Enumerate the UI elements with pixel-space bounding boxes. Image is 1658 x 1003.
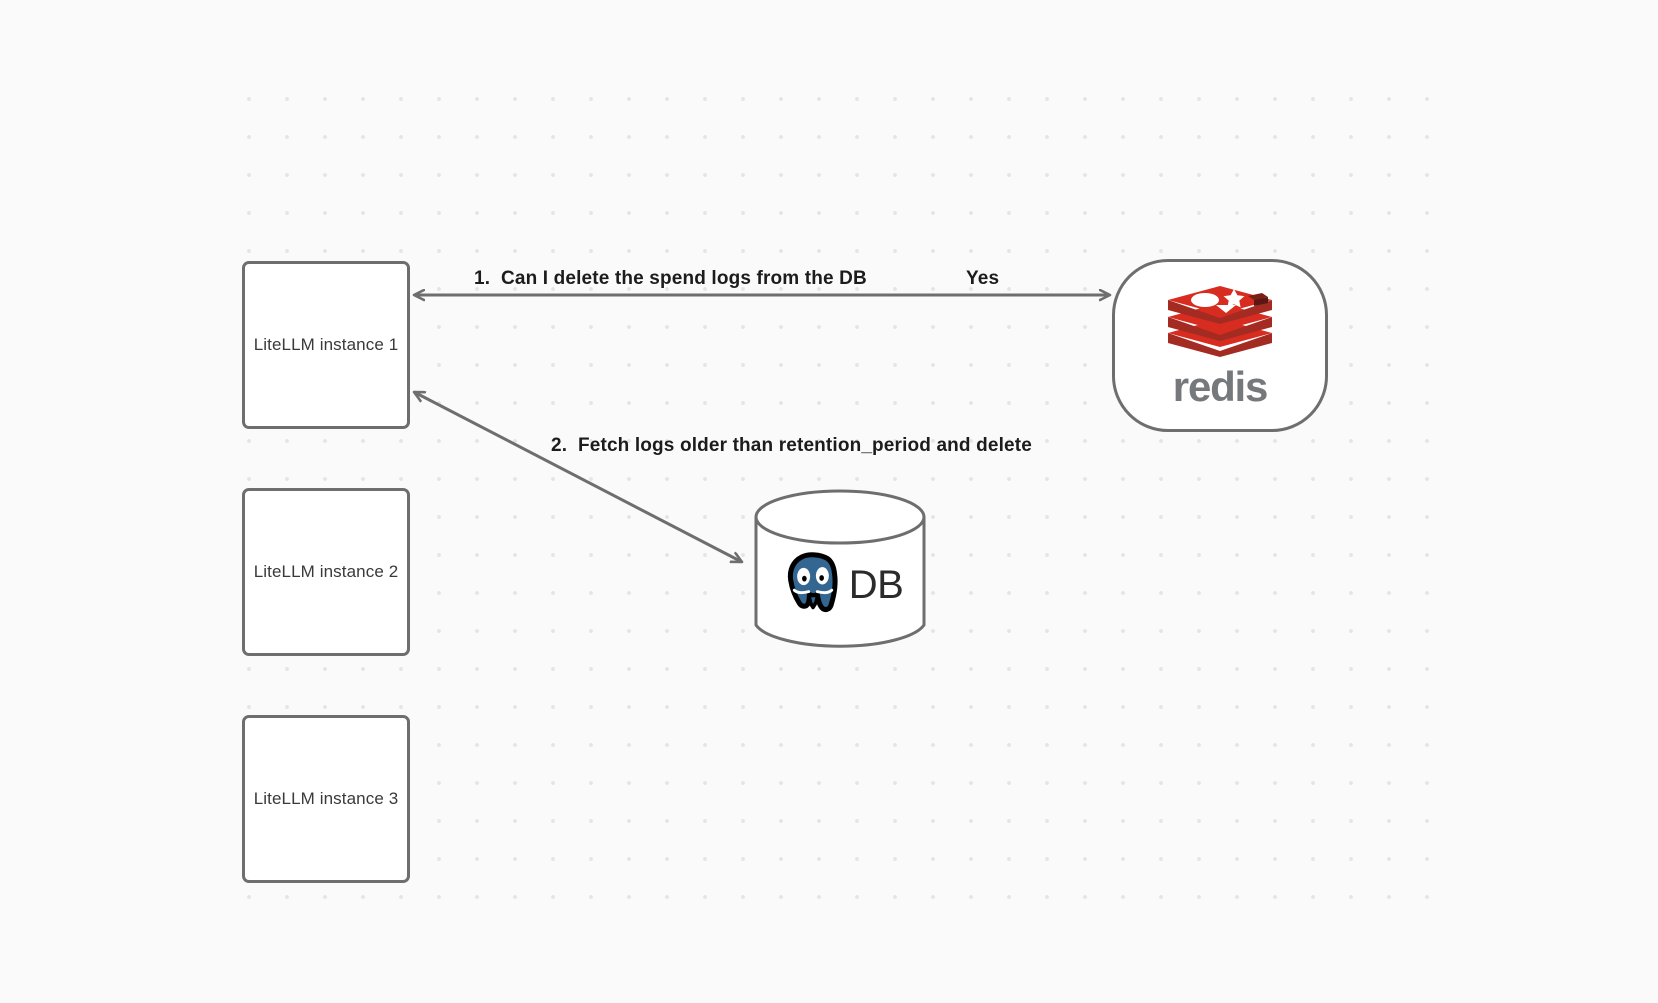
node-litellm-instance-1[interactable]: LiteLLM instance 1 [242, 261, 410, 429]
node-db[interactable]: DB [754, 492, 926, 650]
redis-logo-icon [1164, 283, 1276, 362]
node-litellm-instance-3[interactable]: LiteLLM instance 3 [242, 715, 410, 883]
node-litellm-instance-2[interactable]: LiteLLM instance 2 [242, 488, 410, 656]
db-label: DB [848, 563, 904, 607]
redis-wordmark: redis [1172, 363, 1269, 410]
db-cylinder-shape [754, 489, 926, 648]
edge-label-step-2: 2. Fetch logs older than retention_perio… [551, 435, 1032, 456]
edge-litellm1-db[interactable] [414, 390, 742, 564]
postgresql-elephant-icon [777, 547, 849, 624]
node-litellm-instance-3-label: LiteLLM instance 3 [253, 789, 399, 808]
node-litellm-instance-2-label: LiteLLM instance 2 [253, 562, 399, 581]
node-litellm-instance-1-label: LiteLLM instance 1 [253, 335, 399, 354]
node-redis[interactable]: redis [1112, 259, 1328, 432]
edge-label-step-1-reply: Yes [966, 268, 1000, 289]
edge-label-step-1: 1. Can I delete the spend logs from the … [474, 268, 867, 289]
